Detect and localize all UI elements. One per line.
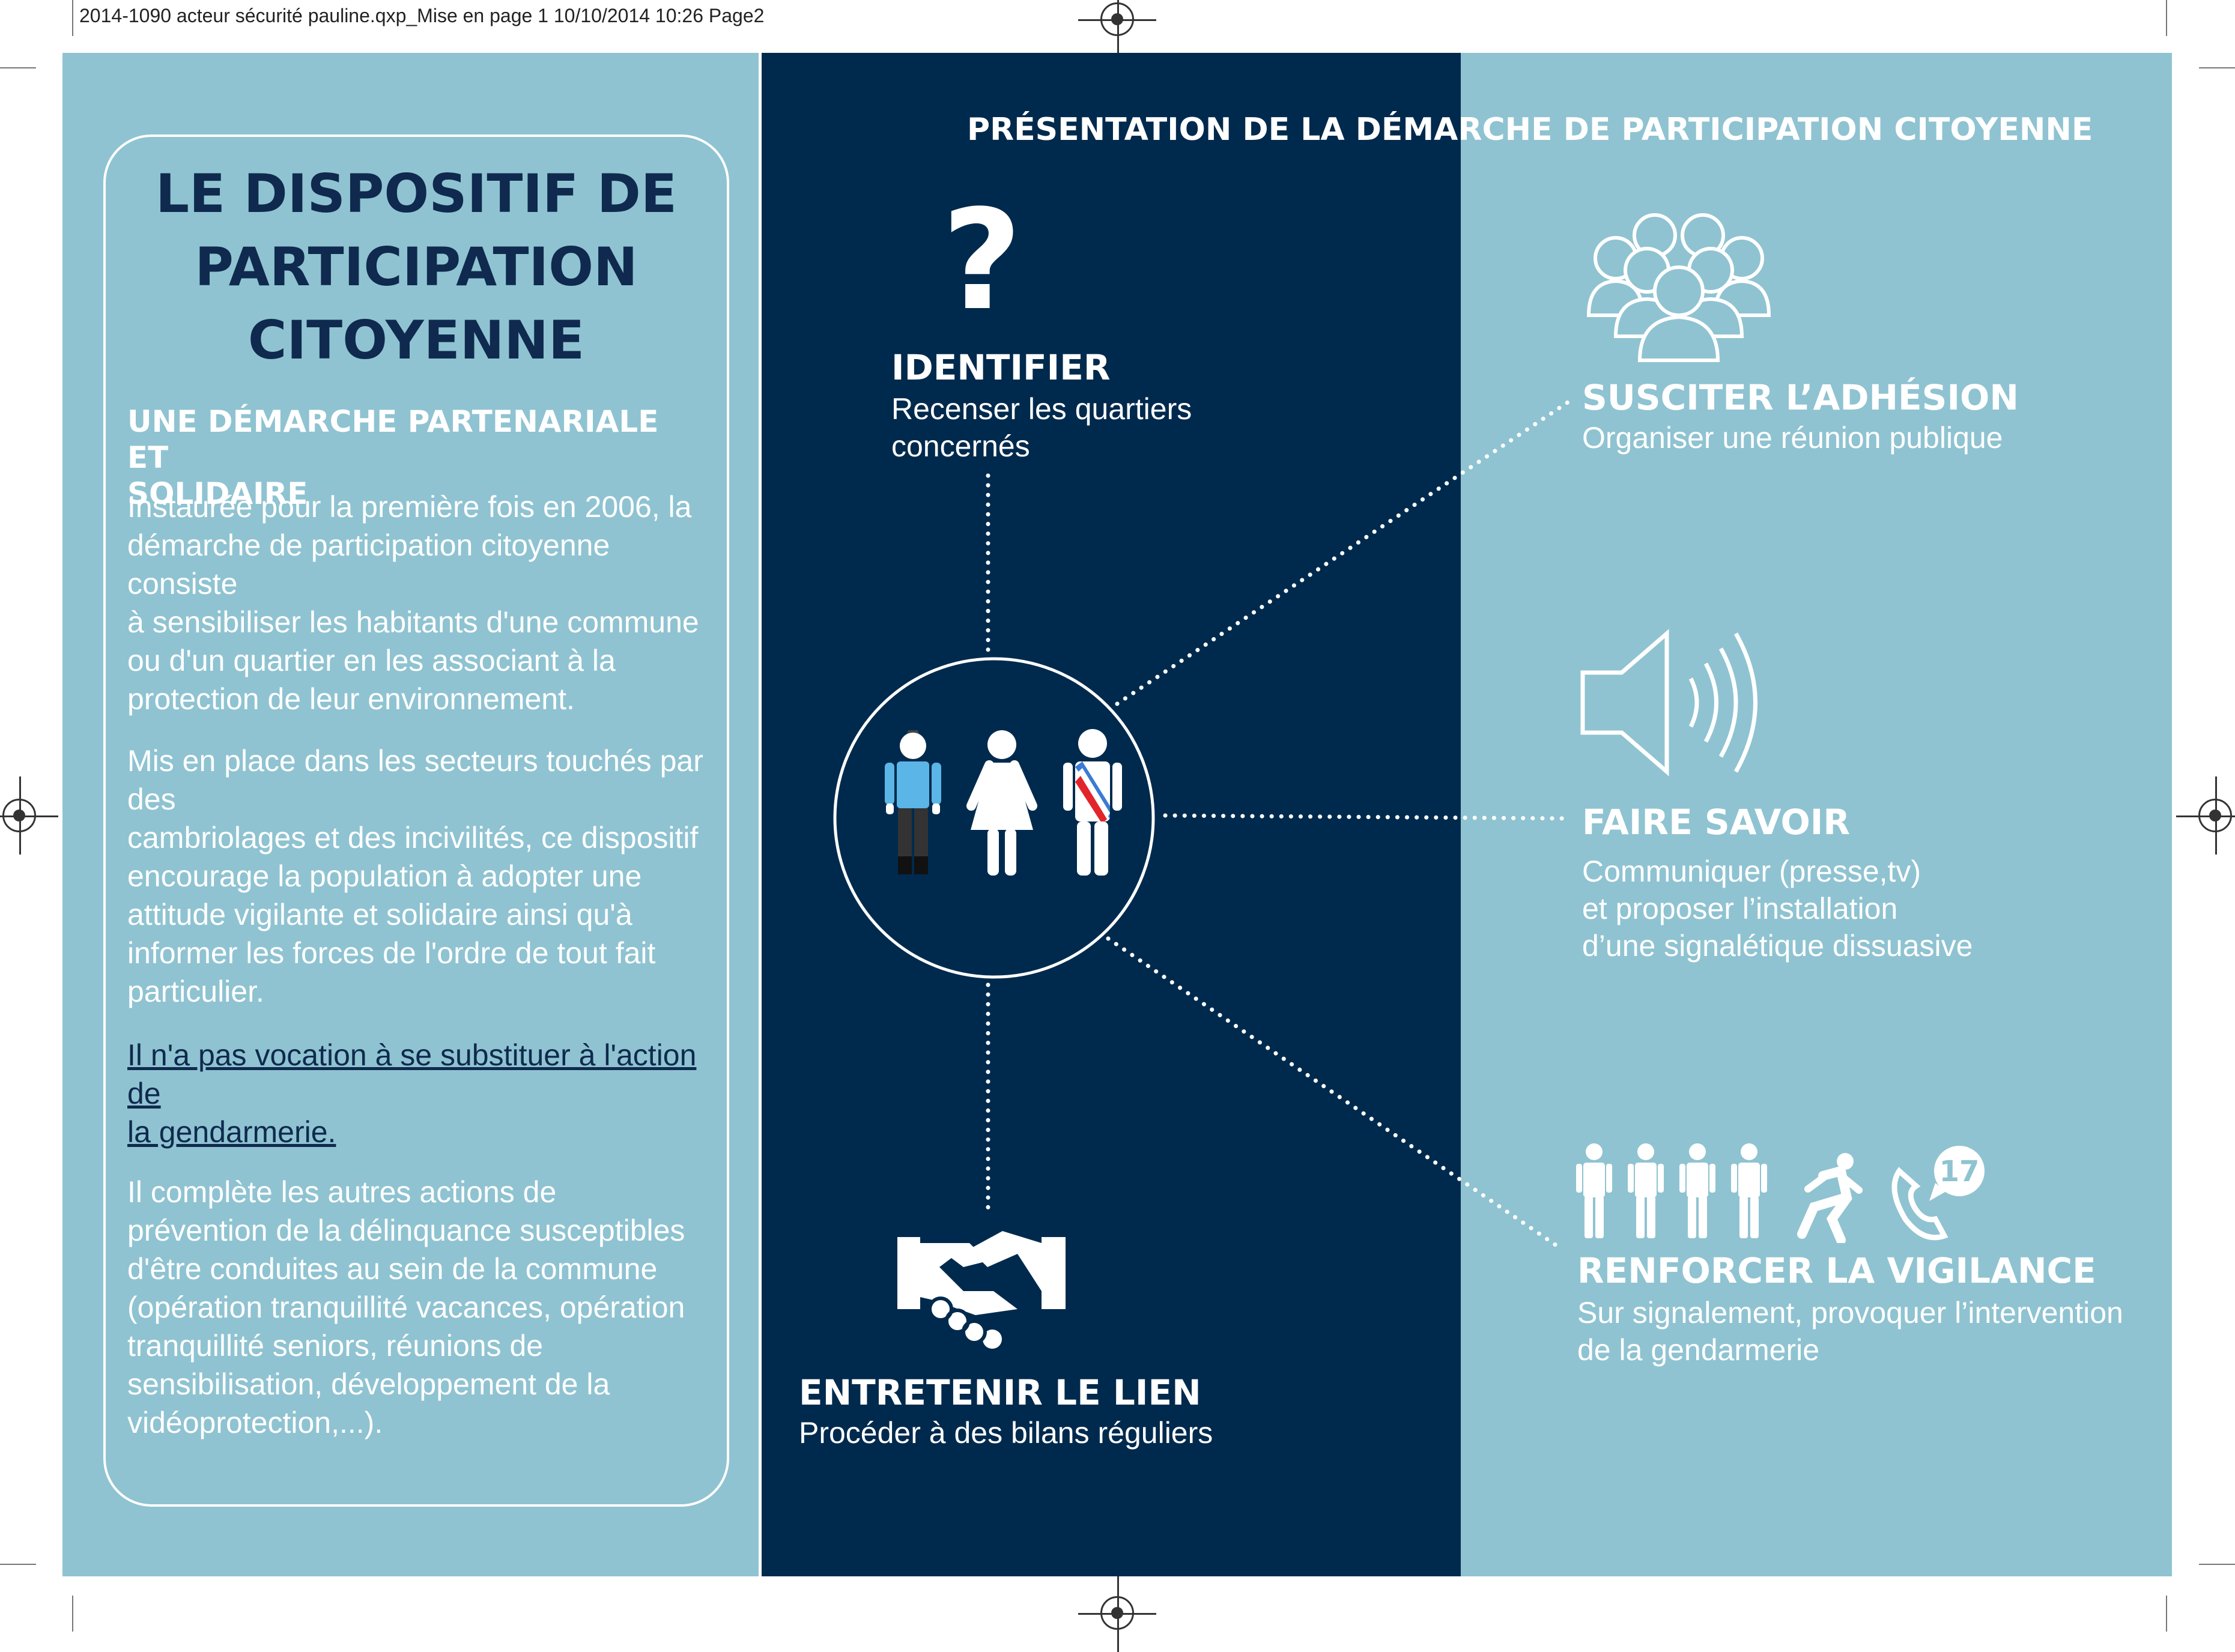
registration-mark-icon	[2176, 776, 2235, 855]
phone-badge: 17	[1939, 1155, 1980, 1188]
left-panel	[62, 53, 759, 1576]
people-runner-phone-icon: 17	[1576, 1143, 1985, 1243]
crop-mark	[72, 0, 73, 36]
print-slug: 2014-1090 acteur sécurité pauline.qxp_Mi…	[79, 5, 765, 26]
crop-mark	[0, 1564, 36, 1565]
info-card	[103, 135, 729, 1507]
step-title-adhesion: SUSCITER L’ADHÉSION	[1582, 377, 2019, 418]
step-title-lien: ENTRETENIR LE LIEN	[799, 1372, 1201, 1413]
step-title-faire-savoir: FAIRE SAVOIR	[1582, 802, 1851, 843]
registration-mark-icon	[1078, 1574, 1156, 1652]
crop-mark	[2199, 1564, 2235, 1565]
crop-mark	[2199, 67, 2235, 68]
step-text-adhesion: Organiser une réunion publique	[1582, 421, 2003, 455]
paragraph-gendarmerie-note: Il n'a pas vocation à se substituer à l'…	[127, 1038, 697, 1149]
group-icon	[1586, 213, 1771, 362]
speaker-icon	[1580, 629, 1757, 776]
registration-mark-icon	[1078, 0, 1156, 58]
section-subtitle: UNE DÉMARCHE PARTENARIALE ET SOLIDAIRE	[127, 404, 659, 511]
crop-mark	[2166, 0, 2167, 36]
citizen-figure	[885, 730, 941, 874]
step-text-lien: Procéder à des bilans réguliers	[799, 1416, 1213, 1450]
woman-figure	[966, 730, 1037, 876]
step-text-faire-savoir: Communiquer (presse,tv)et proposer l’ins…	[1582, 855, 1973, 963]
right-panel	[1461, 53, 2172, 1576]
registration-mark-icon	[0, 776, 58, 855]
step-title-vigilance: RENFORCER LA VIGILANCE	[1577, 1250, 2096, 1291]
step-title-identifier: IDENTIFIER	[891, 347, 1111, 388]
crop-mark	[2166, 1596, 2167, 1632]
question-mark-icon: ?	[942, 181, 1022, 341]
handshake-icon	[897, 1231, 1066, 1349]
middle-panel	[762, 53, 1461, 1576]
citizen-woman-mayor-icon	[833, 657, 1155, 979]
crop-mark	[72, 1596, 73, 1632]
page-title: LE DISPOSITIF DE PARTICIPATION CITOYENNE	[155, 163, 678, 371]
mayor-figure	[1063, 729, 1122, 876]
crop-mark	[0, 67, 36, 68]
paragraph-dispositif: Mis en place dans les secteurs touchés p…	[127, 744, 703, 1008]
presentation-title: PRÉSENTATION DE LA DÉMARCHE DE PARTICIPA…	[967, 112, 2093, 148]
paragraph-intro: Instaurée pour la première fois en 2006,…	[127, 490, 699, 716]
step-text-vigilance: Sur signalement, provoquer l’interventio…	[1577, 1296, 2123, 1367]
